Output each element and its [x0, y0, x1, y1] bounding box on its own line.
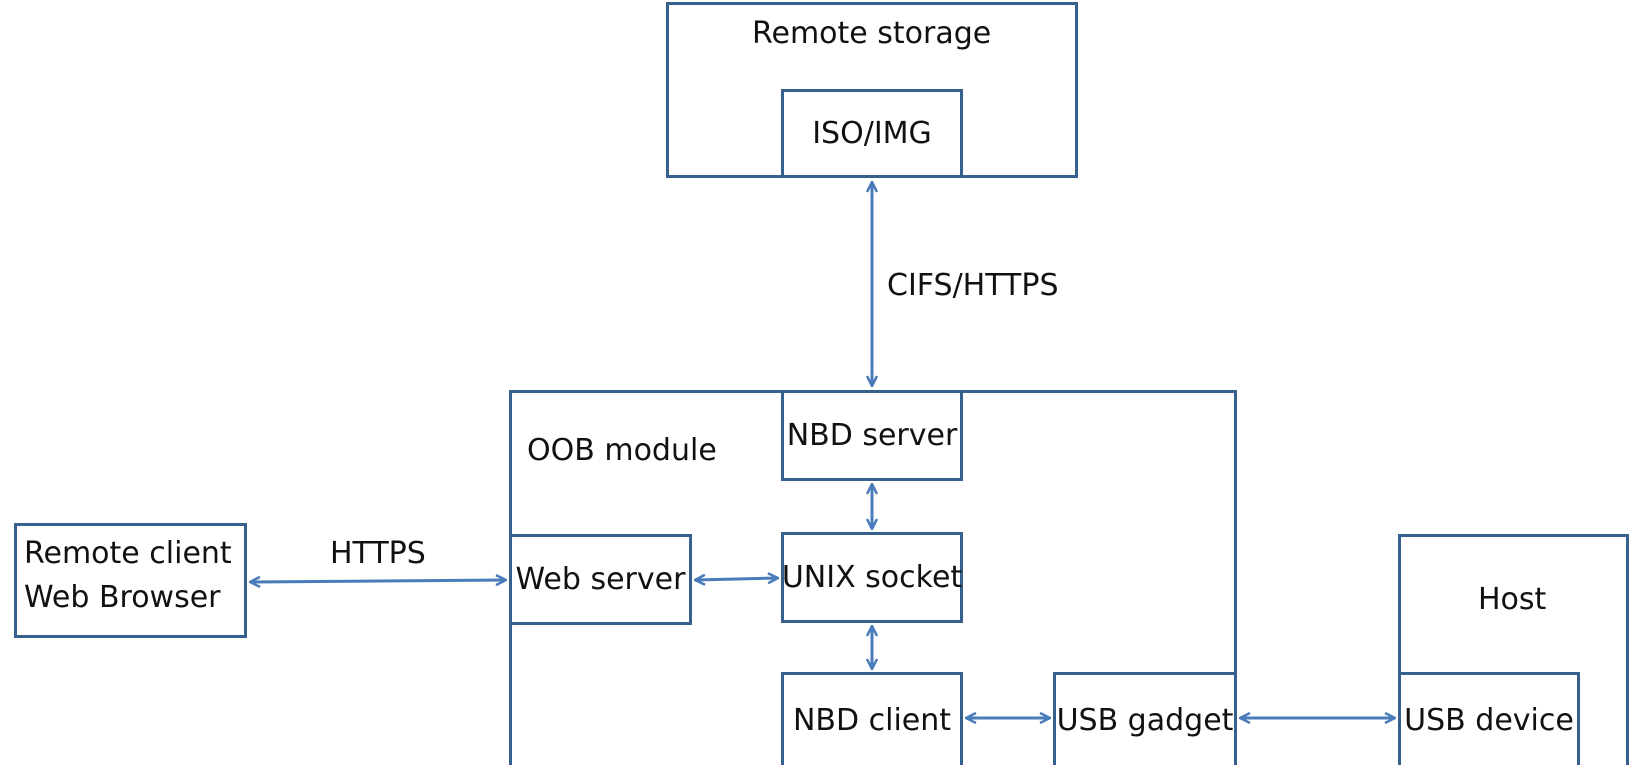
- iso-img-label: ISO/IMG: [812, 116, 932, 151]
- usb-gadget-box: USB gadget: [1053, 672, 1237, 765]
- client-protocol-label: HTTPS: [330, 536, 426, 571]
- remote-client-line2: Web Browser: [24, 580, 221, 615]
- unix-socket-box: UNIX socket: [781, 532, 963, 623]
- oob-module-title: OOB module: [527, 433, 717, 468]
- host-title: Host: [1478, 582, 1547, 617]
- arrow-client-web-server: [250, 580, 506, 582]
- web-server-box: Web server: [509, 534, 692, 625]
- nbd-server-label: NBD server: [786, 418, 958, 453]
- nbd-client-box: NBD client: [781, 672, 963, 765]
- remote-storage-title: Remote storage: [752, 16, 992, 51]
- usb-gadget-label: USB gadget: [1056, 702, 1234, 738]
- nbd-server-box: NBD server: [781, 390, 963, 481]
- nbd-client-label: NBD client: [792, 702, 952, 738]
- storage-protocol-label: CIFS/HTTPS: [887, 268, 1059, 303]
- remote-client-line1: Remote client: [24, 536, 232, 571]
- web-server-label: Web server: [515, 562, 686, 597]
- usb-device-box: USB device: [1398, 672, 1580, 765]
- usb-device-label: USB device: [1404, 702, 1574, 738]
- iso-img-box: ISO/IMG: [781, 89, 963, 178]
- remote-client-box: [14, 523, 247, 638]
- unix-socket-label: UNIX socket: [781, 560, 963, 595]
